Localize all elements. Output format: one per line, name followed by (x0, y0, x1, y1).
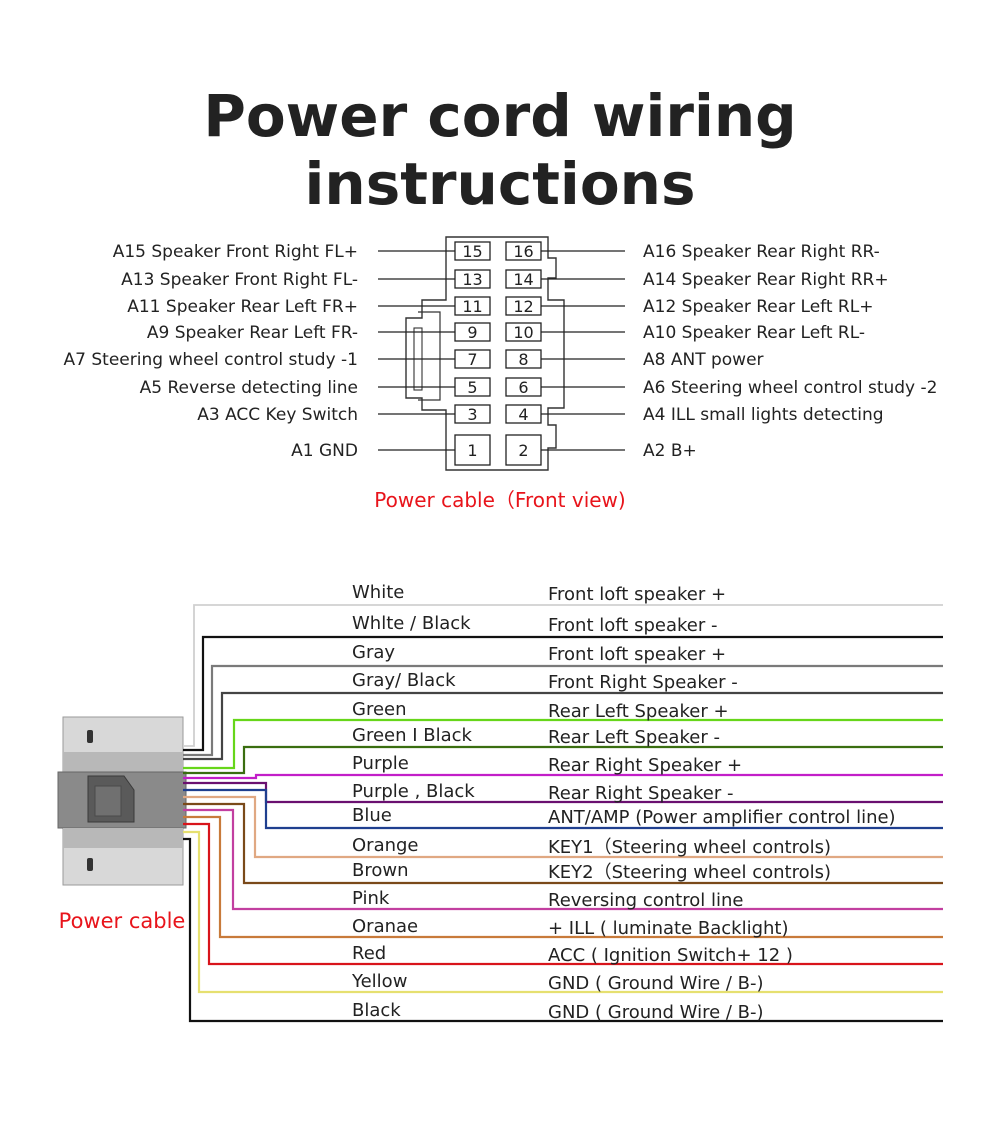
pin-number-6: 6 (518, 378, 528, 397)
wire-color-label-8: Purple , Black (352, 781, 475, 802)
harness-plug (57, 716, 187, 886)
wire-function-label-12: Reversing control line (548, 890, 743, 911)
pin-label-14: A14 Speaker Rear Right RR+ (643, 270, 889, 290)
wire-color-label-9: Blue (352, 805, 392, 826)
pin-number-11: 11 (462, 297, 482, 316)
plug-clip-face (94, 785, 122, 817)
pin-label-12: A12 Speaker Rear Left RL+ (643, 297, 873, 317)
pin-label-13: A13 Speaker Front Right FL- (121, 270, 358, 290)
pin-number-7: 7 (467, 350, 477, 369)
wire-color-label-1: White (352, 582, 404, 603)
wire-function-label-5: Rear Left Speaker + (548, 701, 729, 722)
wire-color-label-2: Whlte / Black (352, 613, 471, 634)
pin-number-14: 14 (513, 270, 533, 289)
wire-function-label-8: Rear Right Speaker - (548, 783, 733, 804)
wire-9 (183, 788, 943, 830)
wire-13 (183, 815, 943, 939)
wire-4 (183, 691, 943, 761)
wire-function-label-7: Rear Right Speaker + (548, 755, 742, 776)
harness-caption: Power cable (59, 909, 186, 933)
wire-function-label-9: ANT/AMP (Power amplifier control line) (548, 807, 896, 828)
wire-14 (183, 822, 943, 966)
pin-label-16: A16 Speaker Rear Right RR- (643, 242, 880, 262)
wire-16 (183, 837, 943, 1023)
pin-box-1 (454, 434, 491, 466)
wire-function-label-13: + ILL ( luminate Backlight) (548, 918, 789, 939)
wire-12 (183, 808, 943, 911)
pin-number-3: 3 (467, 405, 477, 424)
connector-latch (418, 311, 441, 401)
wire-color-label-11: Brown (352, 860, 409, 881)
pin-number-4: 4 (518, 405, 528, 424)
wire-color-label-10: Orange (352, 835, 419, 856)
wire-3 (183, 664, 943, 757)
pin-label-7: A7 Steering wheel control study -1 (64, 350, 358, 370)
wire-color-label-6: Green I Black (352, 725, 473, 746)
pin-number-12: 12 (513, 297, 533, 316)
plug-slot-bottom (87, 858, 93, 871)
wire-function-label-4: Front Right Speaker - (548, 672, 738, 693)
wire-2 (183, 635, 943, 752)
wire-function-label-6: Rear Left Speaker - (548, 727, 720, 748)
wire-1 (183, 604, 943, 747)
wire-color-label-14: Red (352, 943, 386, 964)
wire-color-label-4: Gray/ Black (352, 670, 456, 691)
pin-label-1: A1 GND (291, 441, 358, 461)
pin-number-5: 5 (467, 378, 477, 397)
pin-label-5: A5 Reverse detecting line (140, 378, 358, 398)
pin-label-4: A4 ILL small lights detecting (643, 405, 884, 425)
pin-label-2: A2 B+ (643, 441, 697, 461)
pin-label-11: A11 Speaker Rear Left FR+ (127, 297, 358, 317)
wire-11 (183, 802, 943, 885)
pin-number-1: 1 (467, 441, 477, 460)
pin-label-9: A9 Speaker Rear Left FR- (147, 323, 358, 343)
wire-color-label-16: Black (352, 1000, 401, 1021)
plug-band-top (63, 752, 183, 772)
pin-label-15: A15 Speaker Front Right FL+ (113, 242, 358, 262)
wire-function-label-10: KEY1（Steering wheel controls) (548, 837, 831, 858)
pin-box-2 (505, 434, 542, 466)
wire-function-label-11: KEY2（Steering wheel controls) (548, 862, 831, 883)
wire-7 (183, 773, 943, 780)
wire-5 (183, 718, 943, 770)
wire-6 (183, 745, 943, 775)
wire-function-label-16: GND ( Ground Wire / B-) (548, 1002, 764, 1023)
wire-color-label-15: Yellow (351, 971, 407, 992)
plug-slot-top (87, 730, 93, 743)
pin-number-13: 13 (462, 270, 482, 289)
plug-band-bottom (63, 828, 183, 848)
wire-color-label-13: Oranae (352, 916, 418, 937)
pin-number-9: 9 (467, 323, 477, 342)
wire-10 (183, 795, 943, 859)
wire-color-label-12: Pink (352, 888, 390, 909)
pin-label-10: A10 Speaker Rear Left RL- (643, 323, 865, 343)
wire-15 (183, 830, 943, 994)
connector-front-view (378, 236, 625, 471)
page-title: Power cord wiring instructions (203, 82, 797, 218)
pin-number-16: 16 (513, 242, 533, 261)
wire-function-label-3: Front loft speaker + (548, 644, 726, 665)
wire-color-label-3: Gray (352, 642, 395, 663)
pin-label-6: A6 Steering wheel control study -2 (643, 378, 937, 398)
pin-number-15: 15 (462, 242, 482, 261)
pin-number-8: 8 (518, 350, 528, 369)
wire-function-label-1: Front loft speaker + (548, 584, 726, 605)
wire-function-label-2: Front loft speaker - (548, 615, 717, 636)
wire-function-label-15: GND ( Ground Wire / B-) (548, 973, 764, 994)
connector-caption: Power cable（Front view) (374, 488, 625, 512)
wire-color-label-7: Purple (352, 753, 409, 774)
wire-bundle (183, 604, 943, 1023)
wire-function-label-14: ACC ( Ignition Switch+ 12 ) (548, 945, 793, 966)
pin-number-2: 2 (518, 441, 528, 460)
wire-color-label-5: Green (352, 699, 407, 720)
pin-number-10: 10 (513, 323, 533, 342)
pin-label-3: A3 ACC Key Switch (197, 405, 358, 425)
pin-label-8: A8 ANT power (643, 350, 764, 370)
